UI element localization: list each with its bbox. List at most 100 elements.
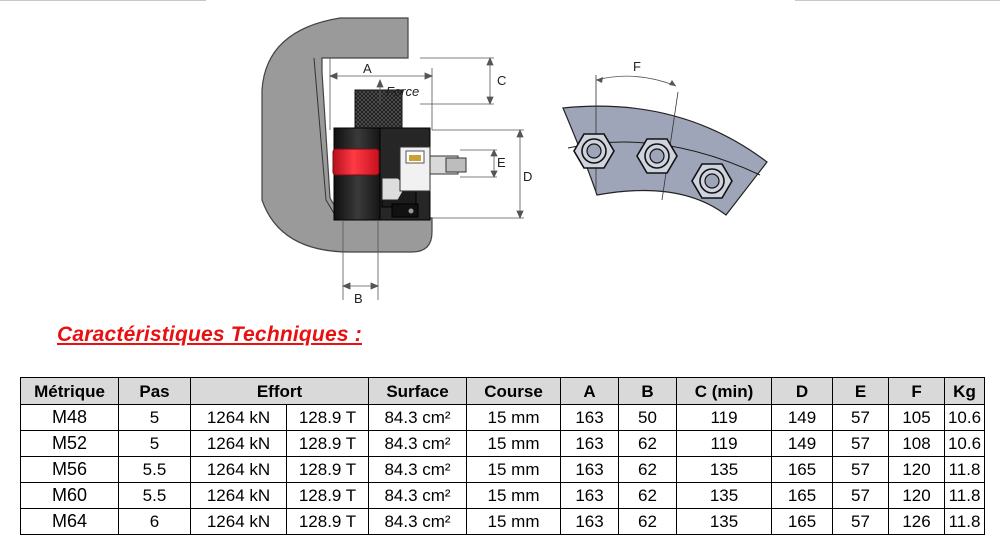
header-d: D — [771, 377, 834, 405]
header-b: B — [618, 377, 678, 405]
label-b: B — [354, 291, 363, 306]
top-rule-right — [795, 0, 1000, 1]
section-title: Caractéristiques Techniques : — [57, 323, 362, 346]
header-surface: Surface — [368, 377, 468, 405]
cell-effort-kn: 1264 kN — [190, 456, 287, 483]
cell-f: 105 — [888, 404, 946, 431]
cell-pas: 5 — [118, 404, 191, 431]
table-row: M52 5 1264 kN 128.9 T 84.3 cm² 15 mm 163… — [20, 430, 986, 457]
cell-f: 108 — [888, 430, 946, 457]
cell-course: 15 mm — [466, 482, 562, 509]
table-row: M56 5.5 1264 kN 128.9 T 84.3 cm² 15 mm 1… — [20, 456, 986, 483]
header-course: Course — [466, 377, 562, 405]
cell-e: 57 — [832, 456, 890, 483]
cell-effort-kn: 1264 kN — [190, 430, 287, 457]
cell-course: 15 mm — [466, 456, 562, 483]
cell-effort-kn: 1264 kN — [190, 508, 287, 535]
cell-b: 62 — [618, 430, 678, 457]
cell-e: 57 — [832, 508, 890, 535]
cell-surface: 84.3 cm² — [368, 430, 468, 457]
cell-metrique: M56 — [20, 456, 119, 483]
cell-a: 163 — [560, 404, 620, 431]
cell-metrique: M64 — [20, 508, 119, 535]
cell-e: 57 — [832, 482, 890, 509]
cell-a: 163 — [560, 456, 620, 483]
header-f: F — [888, 377, 946, 405]
cell-effort-t: 128.9 T — [285, 482, 370, 509]
cell-d: 165 — [771, 508, 834, 535]
cell-kg: 11.8 — [944, 482, 986, 509]
cell-metrique: M48 — [20, 404, 119, 431]
cell-d: 165 — [771, 456, 834, 483]
cell-pas: 5.5 — [118, 456, 191, 483]
cell-kg: 10.6 — [944, 430, 986, 457]
technical-drawing: A C D E B Force F — [261, 17, 768, 306]
cell-c: 135 — [676, 508, 773, 535]
cell-kg: 11.8 — [944, 508, 986, 535]
cell-effort-t: 128.9 T — [285, 508, 370, 535]
cell-surface: 84.3 cm² — [368, 404, 468, 431]
cell-d: 149 — [771, 430, 834, 457]
cell-e: 57 — [832, 404, 890, 431]
cell-course: 15 mm — [466, 430, 562, 457]
cell-d: 149 — [771, 404, 834, 431]
cell-pas: 5.5 — [118, 482, 191, 509]
cell-e: 57 — [832, 430, 890, 457]
label-d: D — [523, 169, 532, 184]
label-c: C — [497, 73, 506, 88]
cell-pas: 5 — [118, 430, 191, 457]
header-effort: Effort — [189, 377, 370, 405]
cell-course: 15 mm — [466, 404, 562, 431]
cell-surface: 84.3 cm² — [368, 456, 468, 483]
tensioner-tool — [332, 89, 467, 221]
cell-b: 62 — [618, 508, 678, 535]
dimension-labels: A C D E B Force F — [354, 59, 641, 306]
cell-surface: 84.3 cm² — [368, 508, 468, 535]
spec-table: Métrique Pas Effort Surface Course A B C… — [20, 377, 986, 535]
cell-metrique: M52 — [20, 430, 119, 457]
bolt-plate — [562, 75, 768, 216]
header-c: C (min) — [676, 377, 773, 405]
cell-c: 119 — [676, 430, 773, 457]
cell-effort-kn: 1264 kN — [190, 404, 287, 431]
cell-f: 120 — [888, 482, 946, 509]
label-e: E — [497, 155, 506, 170]
cell-b: 62 — [618, 456, 678, 483]
label-force: Force — [386, 84, 419, 99]
cell-kg: 10.6 — [944, 404, 986, 431]
table-row: M64 6 1264 kN 128.9 T 84.3 cm² 15 mm 163… — [20, 508, 986, 535]
cell-metrique: M60 — [20, 482, 119, 509]
label-f: F — [633, 59, 641, 74]
cell-c: 135 — [676, 456, 773, 483]
header-kg: Kg — [944, 377, 986, 405]
top-rule-left — [0, 0, 206, 1]
cell-surface: 84.3 cm² — [368, 482, 468, 509]
hex-nut-2 — [636, 138, 678, 174]
cell-c: 135 — [676, 482, 773, 509]
cell-b: 62 — [618, 482, 678, 509]
cell-pas: 6 — [118, 508, 191, 535]
cell-d: 165 — [771, 482, 834, 509]
cell-effort-kn: 1264 kN — [190, 482, 287, 509]
cell-c: 119 — [676, 404, 773, 431]
label-a: A — [363, 61, 372, 76]
cell-course: 15 mm — [466, 508, 562, 535]
cell-kg: 11.8 — [944, 456, 986, 483]
hex-nut-1 — [573, 133, 615, 169]
cell-f: 126 — [888, 508, 946, 535]
hex-nut-3 — [691, 163, 733, 199]
table-row: M60 5.5 1264 kN 128.9 T 84.3 cm² 15 mm 1… — [20, 482, 986, 509]
cell-effort-t: 128.9 T — [285, 456, 370, 483]
cell-effort-t: 128.9 T — [285, 430, 370, 457]
header-e: E — [832, 377, 890, 405]
table-row: M48 5 1264 kN 128.9 T 84.3 cm² 15 mm 163… — [20, 404, 986, 431]
header-metrique: Métrique — [20, 377, 119, 405]
table-header-row: Métrique Pas Effort Surface Course A B C… — [20, 377, 986, 405]
header-a: A — [560, 377, 620, 405]
cell-a: 163 — [560, 430, 620, 457]
header-pas: Pas — [118, 377, 191, 405]
cell-b: 50 — [618, 404, 678, 431]
dimension-lines — [328, 56, 524, 300]
cell-f: 120 — [888, 456, 946, 483]
cell-a: 163 — [560, 508, 620, 535]
